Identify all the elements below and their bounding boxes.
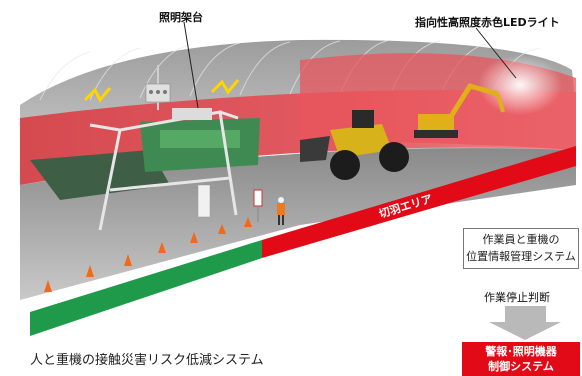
signal-mark-right [210, 79, 240, 95]
decision-arrow [489, 306, 561, 340]
wheel-loader [300, 110, 409, 180]
light-mast [145, 65, 171, 110]
worker [277, 197, 285, 225]
gantry-panel [197, 184, 211, 218]
callout-pointer-gantry [183, 21, 199, 109]
lighting-gantry [89, 110, 239, 231]
led-glow [478, 55, 562, 115]
position-management-line2: 位置情報管理システム [466, 250, 576, 263]
callout-pointer-led [475, 27, 517, 79]
face-zone-band [262, 146, 576, 258]
excavator [414, 83, 505, 138]
figure-caption: 人と重機の接触災害リスク低減システム [30, 353, 264, 368]
callout-lighting-frame: 照明架台 [159, 11, 203, 24]
warning-sign [253, 189, 263, 207]
position-management-line1: 作業員と重機の [482, 233, 560, 246]
alarm-control-line1: 警報･照明機器 [485, 345, 557, 358]
alarm-control-line2: 制御システム [488, 360, 554, 373]
gantry-light-box [172, 108, 212, 120]
traffic-cones [44, 217, 252, 292]
work-stop-decision: 作業停止判断 [484, 291, 550, 304]
permitted-zone-band [30, 240, 262, 336]
position-management-box: 作業員と重機の 位置情報管理システム [463, 228, 579, 269]
alarm-control-box: 警報･照明機器 制御システム [462, 342, 580, 376]
signal-mark-left [83, 87, 112, 103]
callout-led-light: 指向性高照度赤色LEDライト [415, 16, 560, 29]
